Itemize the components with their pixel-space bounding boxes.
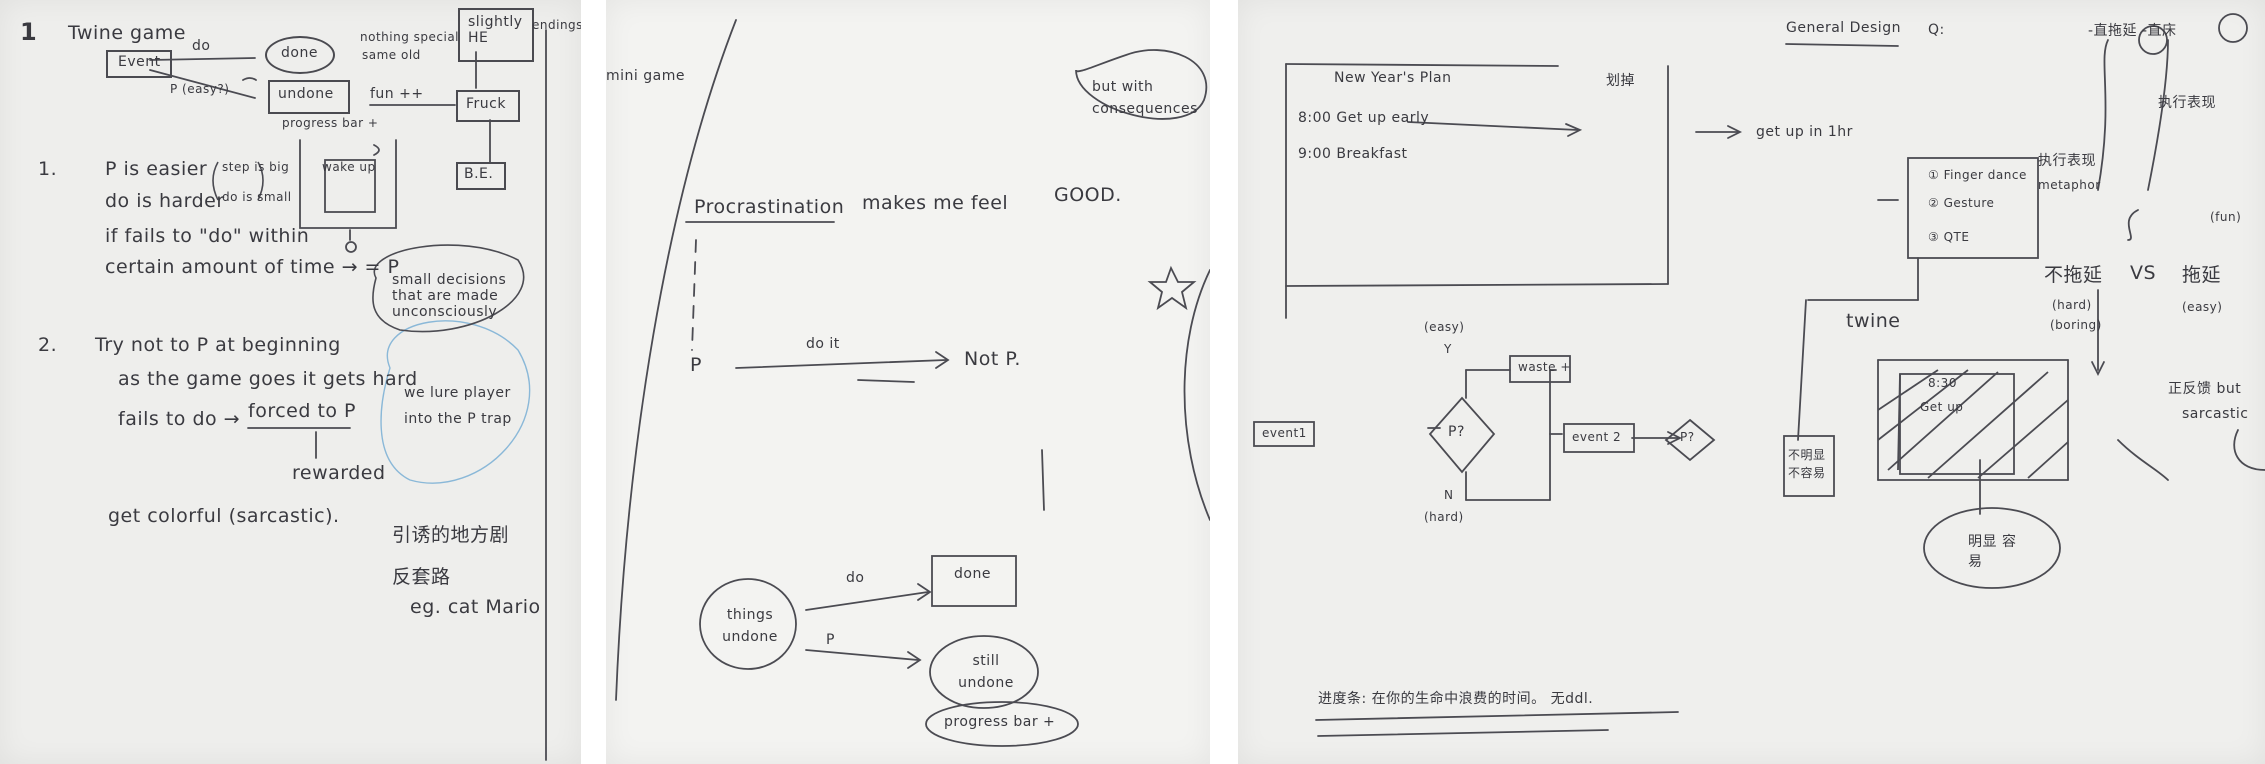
obvious-easy-note: 明显 容易 [1968, 534, 2017, 570]
lure-note: we lure player into the P trap [404, 385, 512, 427]
point-1-note-1: step is big [222, 160, 290, 174]
hard-branch-label: (hard) [1424, 510, 1464, 524]
be-label: B.E. [464, 166, 494, 182]
sketch-page-2-strokes [615, 19, 1210, 747]
twine-label: twine [1846, 310, 1901, 332]
slightly-he-label: slightly HE [468, 14, 523, 46]
get-up-label: get up in 1hr [1756, 124, 1853, 140]
endings-label: endings [532, 18, 581, 32]
event1-label: event1 [1262, 426, 1307, 440]
be-box: B.E. [456, 162, 506, 190]
metaphor-label: metaphor [2038, 178, 2101, 192]
still-undone-label: still undone [958, 653, 1014, 691]
do-it-label: do it [806, 336, 840, 352]
mini-game-label: mini game [606, 68, 685, 84]
sarcastic-label: sarcastic [2182, 406, 2249, 422]
chinese-note-2: 反套路 [392, 566, 451, 588]
done-label: done [281, 45, 318, 61]
event-box: Event [106, 50, 172, 78]
p-arrow-label: P [826, 632, 835, 648]
page-number-1: 1 [20, 18, 38, 46]
easy-branch-label: (easy) [1424, 320, 1465, 334]
point-2-line-1: Try not to P at beginning [95, 334, 341, 356]
forced-to-p: forced to P [248, 400, 357, 422]
option-3: ③ QTE [1928, 230, 1970, 244]
done-ellipse: done [265, 36, 335, 74]
sketch-page-3: General Design Q: -直拖延 -直床 New Year's Pl… [1238, 0, 2265, 764]
point-1-line-3: if fails to "do" within [105, 225, 310, 247]
point-2-number: 2. [38, 334, 58, 356]
headline-good: GOOD. [1054, 184, 1122, 206]
phone-time: 8:30 [1928, 376, 1957, 390]
p-decision-label: P? [1448, 424, 1465, 440]
do-label: do [192, 38, 211, 54]
point-1-line-1: P is easier [105, 158, 208, 180]
sketch-page-1-strokes [149, 29, 547, 761]
plan-item-1: 8:00 Get up early [1298, 110, 1430, 126]
hard-label: (hard) [2052, 298, 2092, 312]
question-label: Q: [1928, 22, 1945, 38]
sketch-page-3-strokes [1253, 13, 2265, 737]
plan-item-2: 9:00 Breakfast [1298, 146, 1408, 162]
behavior-note-1: 执行表现 [2038, 153, 2096, 169]
point-1-line-2: do is harder [105, 190, 225, 212]
phone-text: Get up [1920, 400, 1964, 414]
progress-bar-label: progress bar + [282, 116, 379, 130]
consequences-bubble: but with consequences [1092, 79, 1198, 117]
slightly-he-box: slightly HE [458, 8, 534, 62]
p-label: P [690, 354, 702, 376]
point-1-number: 1. [38, 158, 58, 180]
no-branch-label: N [1444, 488, 1454, 502]
headline-procrastination: Procrastination [694, 196, 845, 218]
point-2-line-3: fails to do → [118, 408, 241, 430]
small-decisions-note: small decisions that are made unconsciou… [392, 272, 507, 320]
waste-box-label: waste + [1518, 360, 1571, 374]
point-1-line-4: certain amount of time → = P [105, 256, 400, 278]
twine-game-title: Twine game [68, 22, 186, 44]
event-label: Event [118, 54, 161, 70]
fruck-box: Fruck [456, 90, 520, 122]
yes-branch-label: Y [1444, 342, 1452, 356]
option-1: ① Finger dance [1928, 168, 2027, 182]
delay-label: 拖延 [2182, 264, 2222, 286]
p-easy-label: P (easy?) [170, 82, 230, 96]
plan-title: New Year's Plan [1334, 70, 1452, 86]
vs-label: VS [2130, 262, 2157, 284]
boring-label: (boring) [2050, 318, 2102, 332]
progress-bar-note: 进度条: 在你的生命中浪费的时间。 无ddl. [1318, 691, 1594, 707]
event2-label: event 2 [1572, 430, 1622, 444]
chinese-note-1: 引诱的地方剧 [392, 524, 510, 546]
undone-box: undone [268, 80, 350, 114]
point-1-note-3: wake up [322, 160, 376, 174]
positive-feedback-note: 正反馈 but [2168, 381, 2242, 397]
nothing-special-label: nothing special [360, 30, 459, 44]
rewarded-label: rewarded [292, 462, 386, 484]
point-1-note-2: do is small [222, 190, 292, 204]
things-undone-label: things undone [722, 607, 778, 645]
progress-bar-label-2: progress bar + [944, 714, 1056, 730]
done-label-2: done [954, 566, 991, 582]
not-p-label: Not P. [964, 348, 1021, 370]
sketch-page-2: mini game but with consequences Procrast… [606, 0, 1210, 764]
behavior-note-2: 执行表现 [2158, 95, 2216, 111]
fun-label-3: (fun) [2210, 210, 2242, 224]
same-old-label: same old [362, 48, 421, 62]
no-delay-label: 不拖延 [2044, 264, 2103, 286]
not-obvious-note: 不明显 不容易 [1788, 448, 1826, 480]
question-chinese: -直拖延 -直床 [2088, 23, 2177, 39]
sketch-page-1: 1 Twine game Event do done nothing speci… [0, 0, 581, 764]
fruck-label: Fruck [466, 96, 506, 112]
colorful-label: get colorful (sarcastic). [108, 505, 340, 527]
plan-cross-out-note: 划掉 [1606, 73, 1635, 89]
general-design-title: General Design [1786, 20, 1901, 36]
mario-example: eg. cat Mario [410, 596, 541, 618]
headline-makes-me-feel: makes me feel [862, 192, 1009, 214]
option-2: ② Gesture [1928, 196, 1995, 210]
p-decision-label-2: P? [1680, 430, 1695, 444]
do-arrow-label: do [846, 570, 865, 586]
undone-label: undone [278, 86, 334, 102]
easy-label: (easy) [2182, 300, 2223, 314]
fun-label: fun ++ [370, 86, 424, 102]
point-2-line-2: as the game goes it gets hard [118, 368, 418, 390]
